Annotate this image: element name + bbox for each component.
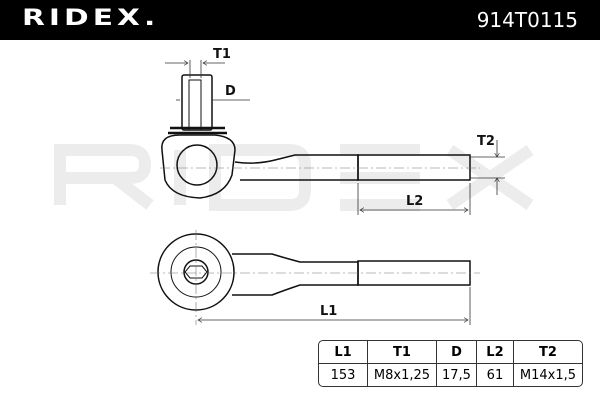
side-view bbox=[160, 74, 480, 199]
brand-logo: RIDEX. bbox=[22, 6, 160, 31]
value-t2: M14x1,5 bbox=[519, 367, 577, 383]
value-t1: M8x1,25 bbox=[368, 364, 437, 386]
dim-label-d: D bbox=[225, 84, 236, 99]
part-number: 914T0115 bbox=[476, 8, 578, 32]
spec-table: L1 T1 D L2 T2 153 M8x1,25 17,5 61 M14x1,… bbox=[318, 340, 583, 387]
dim-label-l1: L1 bbox=[320, 304, 338, 319]
dim-label-t2: T2 bbox=[477, 134, 495, 149]
spec-table-header-row: L1 T1 D L2 T2 bbox=[319, 341, 582, 364]
header-d: D bbox=[437, 341, 477, 364]
top-dimensions bbox=[198, 287, 471, 325]
value-l2: 61 bbox=[477, 364, 514, 386]
spec-table-value-row: 153 M8x1,25 17,5 61 M14x1,5 bbox=[319, 364, 582, 386]
header-t1: T1 bbox=[368, 341, 437, 364]
side-dimensions bbox=[165, 60, 505, 215]
value-l1: 153 bbox=[319, 364, 368, 386]
value-d: 17,5 bbox=[437, 364, 477, 386]
header-bar: RIDEX. 914T0115 bbox=[0, 0, 600, 40]
header-l1: L1 bbox=[319, 341, 368, 364]
top-view bbox=[150, 230, 480, 325]
header-l2: L2 bbox=[476, 341, 514, 364]
header-t2: T2 bbox=[513, 341, 582, 364]
dim-label-l2: L2 bbox=[406, 194, 424, 209]
dim-label-t1: T1 bbox=[213, 47, 231, 62]
